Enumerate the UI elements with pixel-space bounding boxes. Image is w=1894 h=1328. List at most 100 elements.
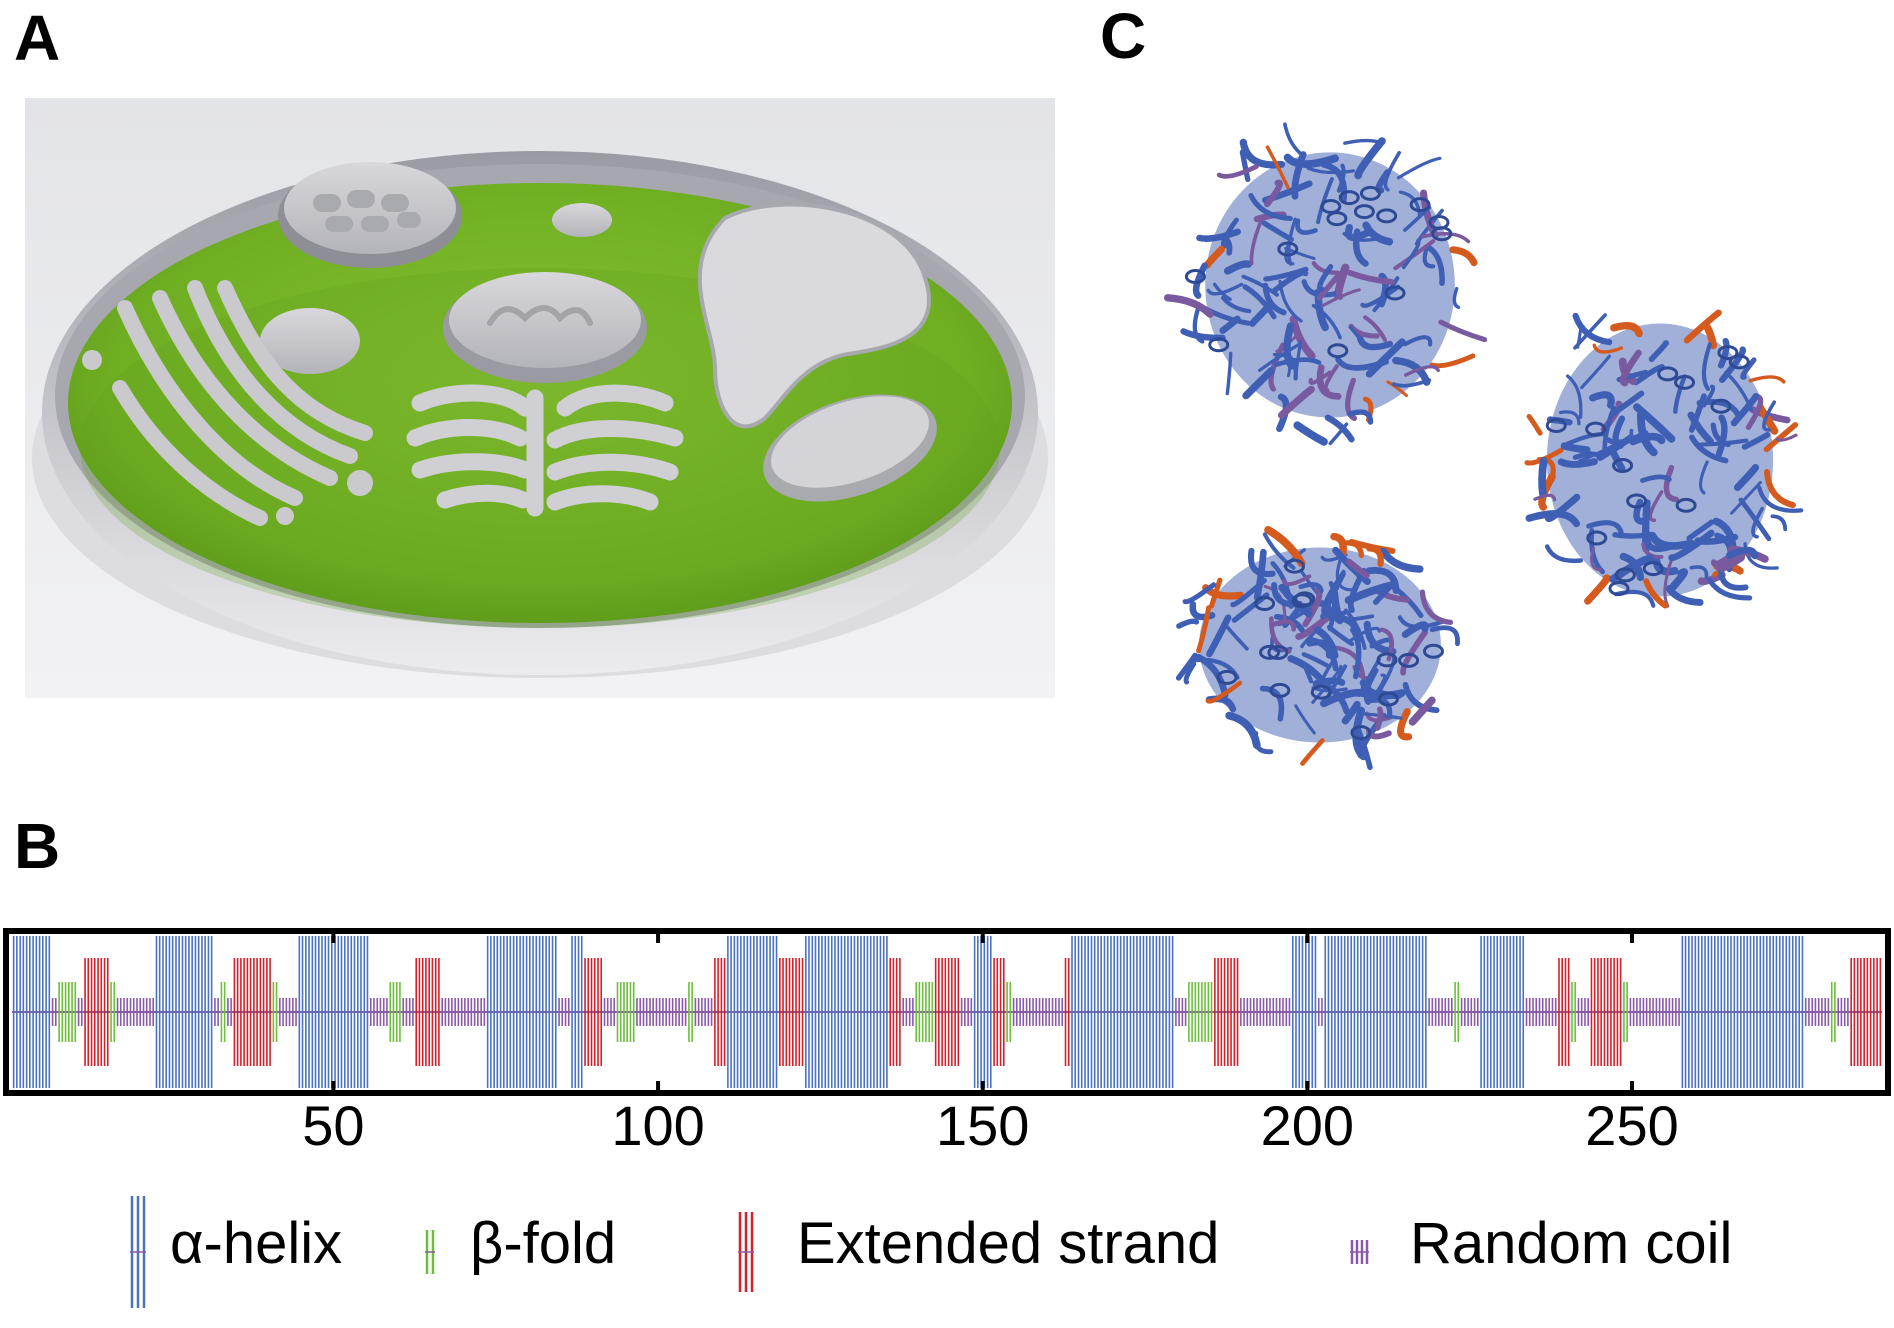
- legend: α-helix β-fold Extended strand Random co…: [130, 1196, 1732, 1308]
- granum-upper-top: [284, 162, 456, 254]
- track-frame: [3, 928, 1891, 1096]
- segment-fold: [1623, 982, 1628, 1042]
- segment-strand: [1590, 958, 1622, 1066]
- segment-fold: [1006, 982, 1012, 1042]
- vesicle-dot-3: [276, 507, 294, 525]
- central-organelle-texture: [487, 305, 593, 326]
- segment-coil: [1577, 998, 1589, 1026]
- segment-coil: [902, 998, 914, 1026]
- segment-helix: [12, 936, 51, 1088]
- segment-strand: [993, 958, 1005, 1066]
- segment-coil: [1525, 998, 1557, 1026]
- segment-coil: [279, 998, 297, 1026]
- segment-coil: [1460, 998, 1479, 1026]
- segment-helix: [973, 936, 992, 1088]
- legend-label-fold: β-fold: [470, 1211, 616, 1276]
- legend-label-coil: Random coil: [1410, 1211, 1732, 1276]
- segment-coil: [1428, 998, 1453, 1026]
- segment-coil: [51, 998, 57, 1026]
- segment-helix: [155, 936, 213, 1088]
- legend-label-strand: Extended strand: [797, 1211, 1219, 1276]
- segment-fold: [220, 982, 226, 1042]
- tick-label: 250: [1585, 1094, 1678, 1150]
- segment-coil: [227, 998, 232, 1026]
- segment-coil: [1012, 998, 1064, 1026]
- lower-right-organelle-top: [771, 396, 929, 488]
- segment-helix: [571, 936, 583, 1088]
- segment-helix: [298, 936, 369, 1088]
- thylakoid-arcs-left: [112, 280, 373, 526]
- segment-helix: [1291, 936, 1317, 1088]
- legend-swatch-helix: [130, 1196, 146, 1308]
- segment-strand: [1064, 958, 1070, 1066]
- cell-illustration: [25, 98, 1055, 698]
- segment-helix: [1681, 936, 1804, 1088]
- segment-coil: [960, 998, 973, 1026]
- segment-coil: [369, 998, 388, 1026]
- legend-item-helix: α-helix: [130, 1196, 342, 1308]
- segment-fold: [110, 982, 116, 1042]
- tick-label: 150: [936, 1094, 1029, 1150]
- segment-strand: [714, 958, 726, 1066]
- legend-item-strand: Extended strand: [738, 1211, 1219, 1292]
- segment-strand: [233, 958, 271, 1066]
- segment-strand: [889, 958, 901, 1066]
- vacuole: [697, 202, 931, 429]
- segment-coil: [402, 998, 414, 1026]
- panel-label-a: A: [14, 2, 61, 74]
- segment-coil: [636, 998, 687, 1026]
- segment-coil: [558, 998, 570, 1026]
- segment-coil: [694, 998, 713, 1026]
- segment-strand: [584, 958, 603, 1066]
- segment-coil: [1837, 998, 1849, 1026]
- secondary-structure-track: 50 100 150 200 250: [3, 928, 1891, 1150]
- legend-swatch-coil: [1350, 1240, 1369, 1264]
- panel-label-c: C: [1100, 0, 1147, 72]
- segment-coil: [1175, 998, 1187, 1026]
- segment-fold: [1830, 982, 1836, 1042]
- golgi-stacks: [406, 384, 684, 517]
- segment-strand: [1850, 958, 1882, 1066]
- segment-strand: [1214, 958, 1239, 1066]
- segment-strand: [779, 958, 804, 1066]
- legend-label-helix: α-helix: [170, 1211, 342, 1276]
- segment-fold: [272, 982, 278, 1042]
- segment-fold: [1571, 982, 1576, 1042]
- segment-coil: [1804, 998, 1830, 1026]
- segment-coil: [77, 998, 83, 1026]
- tick-label: 50: [302, 1094, 364, 1150]
- central-organelle-top: [449, 272, 641, 368]
- track-segments: [12, 936, 1882, 1088]
- segment-strand: [1558, 958, 1570, 1066]
- segment-strand: [415, 958, 440, 1066]
- segment-coil: [214, 998, 219, 1026]
- segment-coil: [603, 998, 616, 1026]
- segment-helix: [1480, 936, 1525, 1088]
- protein-structure-bottom: [1175, 526, 1460, 771]
- protein-structures: [1163, 122, 1804, 771]
- segment-helix: [804, 936, 888, 1088]
- legend-item-coil: Random coil: [1350, 1211, 1732, 1276]
- segment-helix: [486, 936, 557, 1088]
- segment-fold: [688, 982, 693, 1042]
- vesicle-dot-1: [82, 350, 102, 370]
- small-vesicle: [552, 203, 612, 237]
- segment-fold: [616, 982, 635, 1042]
- tick-label: 200: [1261, 1094, 1354, 1150]
- segment-fold: [915, 982, 934, 1042]
- tick-label: 100: [611, 1094, 704, 1150]
- protein-structure-top: [1163, 122, 1488, 446]
- segment-strand: [84, 958, 109, 1066]
- legend-swatch-fold: [425, 1230, 435, 1274]
- oval-organelle: [260, 308, 360, 374]
- segment-fold: [389, 982, 401, 1042]
- segment-coil: [1629, 998, 1680, 1026]
- segment-coil: [441, 998, 486, 1026]
- legend-swatch-strand: [738, 1212, 754, 1292]
- segment-helix: [727, 936, 778, 1088]
- segment-fold: [58, 982, 77, 1042]
- segment-coil: [1240, 998, 1291, 1026]
- segment-fold: [1188, 982, 1213, 1042]
- legend-item-fold: β-fold: [425, 1211, 616, 1276]
- vesicle-dot-2: [347, 470, 373, 496]
